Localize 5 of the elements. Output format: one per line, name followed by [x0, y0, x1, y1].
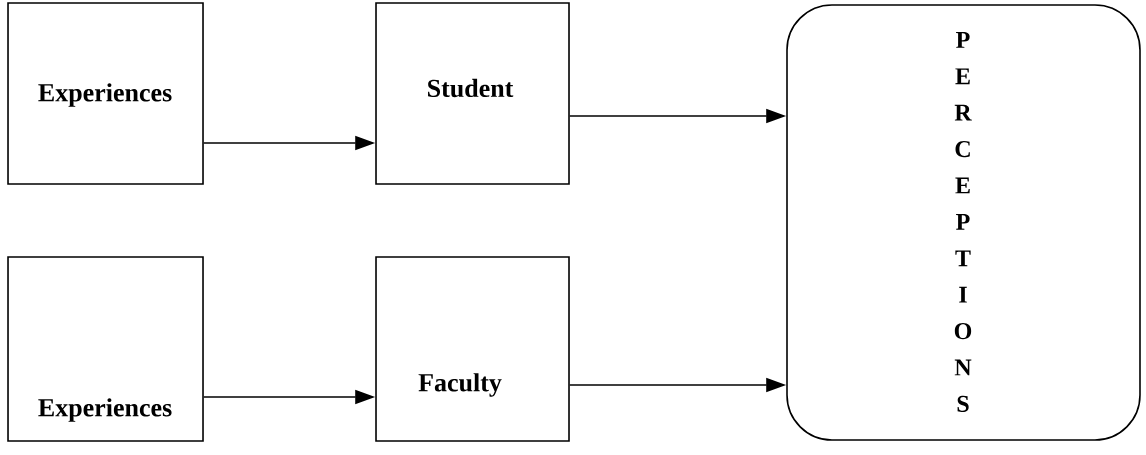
process-box: Student [375, 2, 570, 185]
rounded-box: PERCEPTIONS [786, 4, 1141, 441]
process-box: Faculty [375, 256, 570, 442]
process-box: Experiences [7, 2, 204, 185]
process-box: Experiences [7, 256, 204, 442]
